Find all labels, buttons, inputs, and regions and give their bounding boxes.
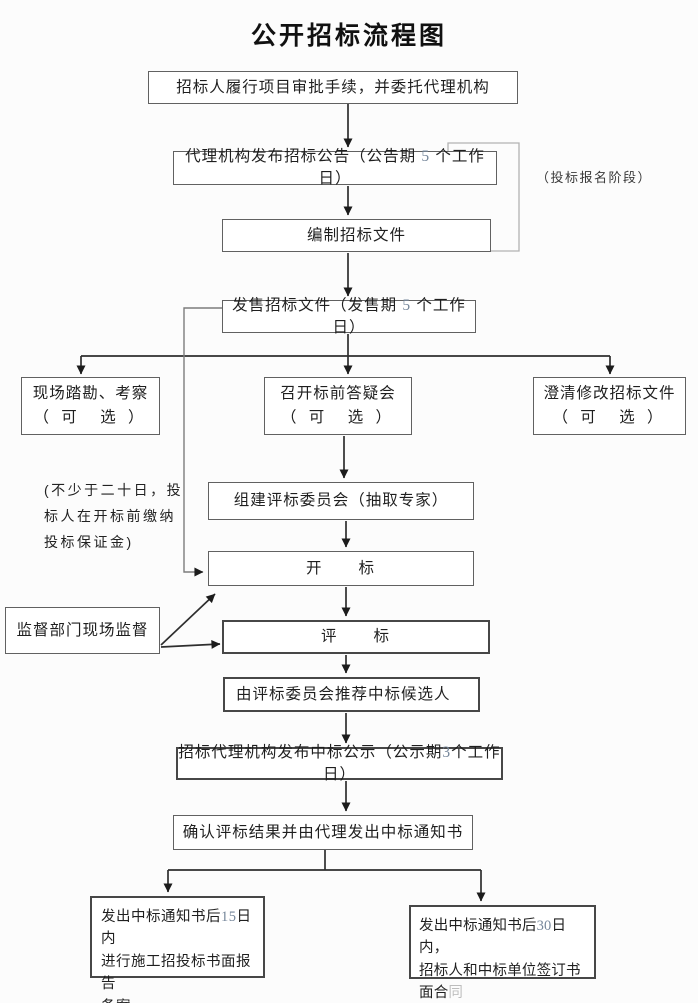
node-approval-label: 招标人履行项目审批手续，并委托代理机构: [176, 78, 490, 96]
node-bid-evaluation-label: 评 标: [320, 628, 391, 646]
node-open-bid: 开 标: [208, 551, 474, 586]
node-confirm-result-label: 确认评标结果并由代理发出中标通知书: [182, 823, 464, 841]
node-sign-contract: 发出中标通知书后30日内， 招标人和中标单位签订书 面合同: [409, 905, 596, 1001]
node-confirm-result: 确认评标结果并由代理发出中标通知书: [173, 815, 473, 850]
node-qa-meeting: 召开标前答疑会 （ 可 选 ）: [264, 377, 412, 435]
registration-phase-bracket: [447, 142, 520, 252]
node-clarify-docs-label: 澄清修改招标文件: [543, 385, 676, 403]
page-title: 公开招标流程图: [250, 22, 447, 50]
node-announcement-label: 代理机构发布招标公告（公告期 5 个工作日）: [185, 148, 485, 187]
node-qa-meeting-label: 召开标前答疑会: [280, 385, 396, 403]
node-announcement: 代理机构发布招标公告（公告期 5 个工作日）: [173, 148, 497, 187]
node-sell-docs-label: 发售招标文件（发售期 5 个工作日）: [232, 296, 466, 336]
node-clarify-docs-optional: （ 可 选 ）: [552, 409, 667, 426]
node-clarify-docs: 澄清修改招标文件 （ 可 选 ）: [533, 377, 686, 435]
node-supervision-label: 监督部门现场监督: [16, 621, 149, 639]
node-prepare-docs: 编制招标文件: [222, 219, 491, 252]
node-winner-publicity-label: 招标代理机构发布中标公示（公示期3个工作日）: [178, 743, 501, 783]
node-sign-contract-faded-char: 同: [448, 985, 464, 1002]
node-open-bid-label: 开 标: [305, 559, 376, 577]
node-site-visit-label: 现场踏勘、考察: [32, 385, 149, 403]
node-sign-contract-label: 发出中标通知书后30日内， 招标人和中标单位签订书 面合: [419, 918, 581, 1002]
arrow-supervise-evaluate: [160, 639, 221, 649]
sell-to-openbid-path: [183, 307, 222, 577]
node-approval: 招标人履行项目审批手续，并委托代理机构: [148, 71, 518, 104]
note-bid-deposit: (不少于二十日，投 标人在开标前缴纳 投标保证金): [44, 482, 184, 550]
note-registration-phase: （投标报名阶段）: [536, 170, 653, 185]
node-bid-evaluation: 评 标: [222, 620, 490, 654]
node-prepare-docs-label: 编制招标文件: [306, 226, 406, 244]
node-evaluation-committee: 组建评标委员会（抽取专家）: [208, 482, 474, 520]
node-qa-meeting-optional: （ 可 选 ）: [280, 409, 396, 426]
node-site-visit: 现场踏勘、考察 （ 可 选 ）: [21, 377, 160, 435]
node-winner-publicity: 招标代理机构发布中标公示（公示期3个工作日）: [176, 744, 503, 783]
node-recommend-winner-label: 由评标委员会推荐中标候选人: [236, 685, 451, 703]
node-evaluation-committee-label: 组建评标委员会（抽取专家）: [233, 492, 449, 510]
node-site-visit-optional: （ 可 选 ）: [33, 409, 148, 426]
node-recommend-winner: 由评标委员会推荐中标候选人: [223, 677, 480, 712]
arrow-supervise-openbid: [160, 593, 216, 646]
node-sell-docs: 发售招标文件（发售期 5 个工作日）: [222, 297, 476, 336]
node-written-report: 发出中标通知书后15日内 进行施工招投标书面报告 备案: [90, 896, 265, 1003]
node-supervision: 监督部门现场监督: [5, 607, 160, 654]
node-written-report-label: 发出中标通知书后15日内 进行施工招投标书面报告 备案: [101, 909, 252, 1003]
